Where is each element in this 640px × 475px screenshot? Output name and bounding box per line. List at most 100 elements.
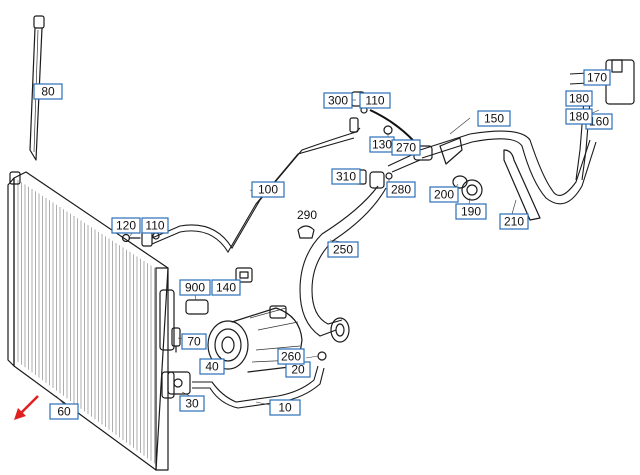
part-120-fitting <box>121 233 141 243</box>
leader-lines <box>40 91 600 406</box>
callout-box <box>179 395 205 412</box>
part-100-refrigerant-line <box>151 117 361 254</box>
callout-text: 280 <box>391 183 411 197</box>
part-250-suction-line <box>299 171 387 343</box>
callout-180: 180 <box>565 90 593 107</box>
callout-180: 180 <box>565 108 593 125</box>
callout-text: 10 <box>278 401 292 415</box>
callout-labels: 10 20 30 40 60 70 80 100 110 110 120 130 140 150 160 17… <box>33 69 613 420</box>
callout-text: 250 <box>333 243 353 257</box>
condenser-fins <box>17 180 155 464</box>
callout-box <box>33 83 63 100</box>
callout-box <box>181 333 207 350</box>
callout-box <box>49 403 79 420</box>
callout-120: 120 <box>111 217 141 234</box>
callout-text: 260 <box>281 350 301 364</box>
callout-170: 170 <box>583 69 611 86</box>
callout-200: 200 <box>429 186 459 203</box>
callout-text: 180 <box>569 110 589 124</box>
callout-box <box>211 279 241 296</box>
callout-text: 310 <box>336 170 356 184</box>
callout-box <box>199 358 225 375</box>
callout-20: 20 <box>285 361 311 378</box>
callout-box <box>277 348 305 365</box>
callout-box <box>359 92 391 109</box>
callout-text: 100 <box>258 183 278 197</box>
callout-box <box>327 241 359 258</box>
callout-box <box>565 108 593 125</box>
callout-text: 30 <box>185 397 199 411</box>
callout-190: 190 <box>455 203 487 220</box>
compressor <box>207 305 303 373</box>
callout-140: 140 <box>211 279 241 296</box>
callout-text: 80 <box>41 85 55 99</box>
part-210-cover <box>503 149 541 221</box>
callout-text: 210 <box>504 215 524 229</box>
callout-270: 270 <box>391 139 421 156</box>
callout-80: 80 <box>33 83 63 100</box>
callout-text: 200 <box>434 188 454 202</box>
callout-box <box>111 217 141 234</box>
callout-box <box>455 203 487 220</box>
callout-text: 140 <box>216 281 236 295</box>
callout-150: 150 <box>477 110 511 127</box>
callout-box <box>565 90 593 107</box>
callout-110: 110 <box>141 217 169 234</box>
part-260-oring <box>317 351 327 361</box>
part-130-oring <box>383 125 393 135</box>
part-280-oring <box>385 172 393 180</box>
callout-text: 110 <box>365 94 384 108</box>
callout-250: 250 <box>327 241 359 258</box>
callout-text: 130 <box>372 138 392 152</box>
callout-100: 100 <box>251 181 285 198</box>
callout-box <box>386 181 416 198</box>
callout-text: 60 <box>57 405 71 419</box>
callout-30: 30 <box>179 395 205 412</box>
part-70-valve <box>171 327 181 353</box>
callout-text: 150 <box>484 112 504 126</box>
callout-310: 310 <box>331 168 361 185</box>
callout-box <box>583 69 611 86</box>
callout-900: 900 <box>179 279 211 296</box>
label-290: 290 <box>297 208 317 222</box>
callout-text: 110 <box>145 219 164 233</box>
callout-box <box>269 399 301 416</box>
callout-210: 210 <box>499 213 529 230</box>
callout-40: 40 <box>199 358 225 375</box>
callout-box <box>477 110 511 127</box>
callout-box <box>251 181 285 198</box>
direction-arrow <box>14 395 39 420</box>
part-10-discharge-line <box>167 365 325 409</box>
callout-70: 70 <box>181 333 207 350</box>
callout-text: 190 <box>461 205 481 219</box>
part-150-evaporator-line <box>387 130 597 205</box>
callout-text: 70 <box>187 335 201 349</box>
callout-box <box>323 92 353 109</box>
part-190-fitting <box>461 179 483 201</box>
callout-box <box>499 213 529 230</box>
part-60-condenser <box>7 171 175 471</box>
callout-text: 180 <box>569 92 589 106</box>
part-200-nut <box>452 175 468 189</box>
part-290-clip <box>297 225 315 239</box>
callout-box <box>179 279 211 296</box>
callout-text: 300 <box>328 94 348 108</box>
callout-text: 900 <box>185 281 205 295</box>
callout-text: 160 <box>589 115 609 129</box>
callout-box <box>331 168 361 185</box>
callout-10: 10 <box>269 399 301 416</box>
callout-box <box>429 186 459 203</box>
part-140-sensor <box>235 267 253 283</box>
callout-130: 130 <box>369 136 395 153</box>
callout-280: 280 <box>386 181 416 198</box>
callout-text: 170 <box>587 71 607 85</box>
callout-260: 260 <box>277 348 305 365</box>
callout-300: 300 <box>323 92 353 109</box>
callout-text: 270 <box>396 141 416 155</box>
part-900-bracket <box>185 299 209 315</box>
callout-text: 20 <box>291 363 305 377</box>
callout-box <box>391 139 421 156</box>
callout-60: 60 <box>49 403 79 420</box>
callout-text: 120 <box>116 219 136 233</box>
